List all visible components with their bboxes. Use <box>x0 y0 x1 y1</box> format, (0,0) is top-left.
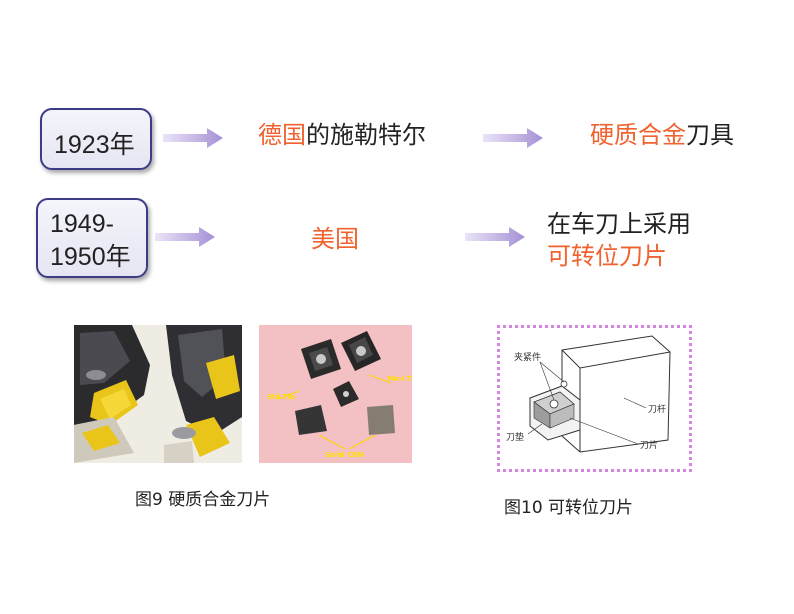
figure-9-caption: 图9 硬质合金刀片 <box>135 490 271 510</box>
origin-germany-text: 德国的施勒特尔 <box>258 121 426 150</box>
arrow-right-icon <box>465 227 525 247</box>
mini-tip-label: Mini Tip <box>387 375 412 383</box>
figure-10-caption: 图10 可转位刀片 <box>504 498 634 518</box>
shim-label: 刀垫 <box>506 431 524 443</box>
result-carbide-rest: 刀具 <box>686 121 734 149</box>
result-carbide-highlight: 硬质合金 <box>590 121 686 149</box>
inserts-photo: Std Tip Mini Tip Solid CBN <box>259 325 412 463</box>
result-carbide-text: 硬质合金刀具 <box>590 121 734 150</box>
origin-usa-text: 美国 <box>311 225 359 253</box>
origin-germany-highlight: 德国 <box>258 121 306 149</box>
year-box-1949: 1949- 1950年 <box>36 198 148 278</box>
year-box-1923: 1923年 <box>40 108 152 170</box>
carbide-tool-photo <box>74 325 242 463</box>
result-indexable-line1: 在车刀上采用 <box>547 210 691 238</box>
holder-label: 刀杆 <box>648 403 666 415</box>
clamp-label: 夹紧件 <box>514 351 541 363</box>
arrow-right-icon <box>155 227 215 247</box>
insert-label: 刀片 <box>640 439 658 451</box>
result-indexable-line2: 可转位刀片 <box>547 242 667 270</box>
arrow-right-icon <box>163 128 223 148</box>
std-tip-label: Std Tip <box>267 393 295 401</box>
indexable-tool-diagram: 夹紧件 刀杆 刀垫 刀片 <box>497 325 692 472</box>
year-1949-line2: 1950年 <box>50 242 131 271</box>
solid-cbn-label: Solid CBN <box>325 451 364 459</box>
arrow-right-icon <box>483 128 543 148</box>
origin-germany-rest: 的施勒特尔 <box>306 121 426 149</box>
year-1949-line1: 1949- <box>50 210 114 238</box>
year-1923-label: 1923年 <box>54 131 135 159</box>
